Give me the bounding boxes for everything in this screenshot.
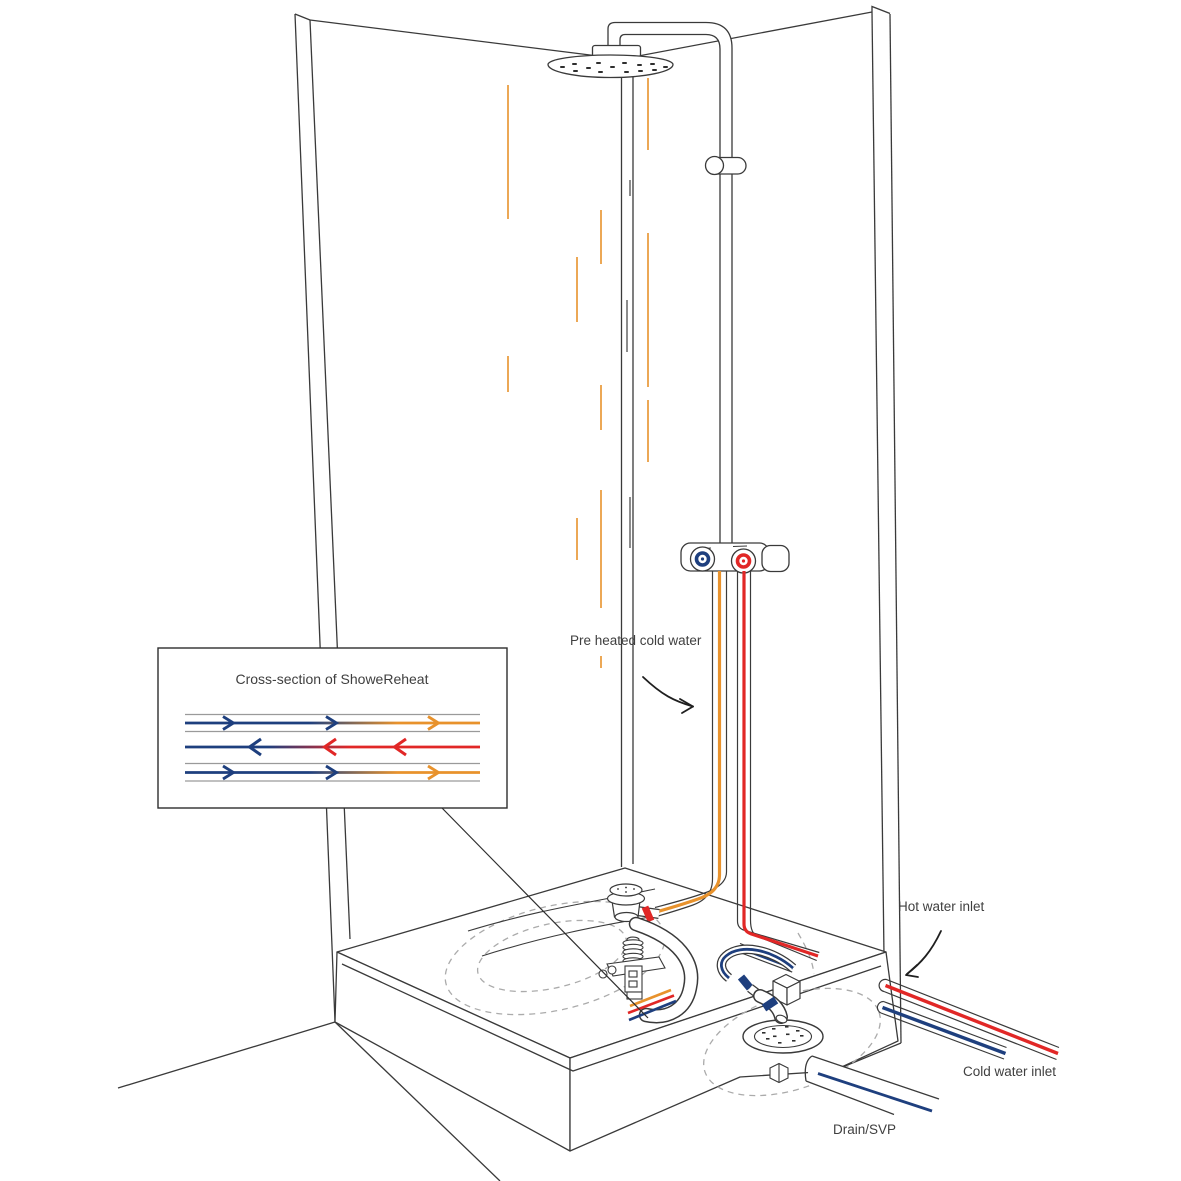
funnel-dome — [609, 883, 643, 897]
coil-inner-loop — [476, 919, 628, 993]
hot-water-pipe — [736, 571, 820, 962]
inset-pointer-line — [441, 807, 649, 1019]
drain-water-line — [817, 1072, 933, 1113]
label-drain: Drain/SVP — [833, 1122, 896, 1137]
annotation-arrows — [642, 676, 942, 978]
inset-pipe-walls — [185, 713, 480, 782]
riser-pipe — [607, 21, 733, 546]
right-wall-outer-edge — [889, 13, 902, 1044]
hot-water-core — [742, 571, 819, 958]
hose-stripe-preheated — [629, 988, 672, 1008]
right-wall-inner-edge — [871, 11, 886, 1036]
funnel-connector-band — [641, 905, 655, 923]
drain-pipe — [769, 1055, 940, 1116]
mixer-valve — [680, 542, 790, 574]
hot-inlet-arrow — [906, 930, 942, 975]
falling-water-orange — [507, 78, 649, 668]
elbow-band — [761, 996, 779, 1012]
back-wall-top-edge — [309, 19, 623, 60]
shower-head-nozzles — [560, 62, 668, 73]
cold-knob-dot — [700, 557, 705, 561]
label-cold-inlet: Cold water inlet — [963, 1064, 1056, 1079]
waste-funnel — [606, 883, 660, 923]
inset-flow-arrows — [222, 715, 442, 781]
cold-water-inlet-pipe — [876, 1000, 1007, 1060]
hook-connector-band — [737, 974, 754, 991]
elbow-end — [775, 1014, 788, 1024]
left-wall-top-edge — [294, 13, 311, 21]
slider-knob — [704, 155, 725, 176]
enclosure-walls — [117, 5, 902, 1181]
floor-edge-left — [117, 1021, 336, 1089]
hot-water-inlet-pipe — [878, 978, 1060, 1061]
hot-knob-dot — [741, 559, 746, 563]
falling-water-gray — [626, 180, 631, 548]
floor-edge-front — [334, 1021, 501, 1181]
inset-title: Cross-section of ShoweReheat — [236, 671, 429, 687]
tray-clip — [769, 1062, 789, 1084]
exchanger-hose — [627, 916, 699, 1024]
diagram-labels: Pre heated cold water Hot water inlet Co… — [570, 633, 1056, 1137]
inset-cross-section: Cross-section of ShoweReheat — [157, 647, 508, 809]
pre-heated-core — [652, 571, 722, 915]
left-wall-outer-edge — [294, 13, 336, 1023]
hose-stripe-hot — [627, 994, 675, 1015]
label-pre-heated: Pre heated cold water — [570, 633, 702, 648]
cold-water-hook-hose — [716, 944, 797, 1024]
drain-cover — [742, 1019, 824, 1054]
pre-heated-pipe — [649, 571, 728, 920]
label-hot-inlet: Hot water inlet — [898, 899, 985, 914]
right-wall-top-edge — [632, 11, 873, 58]
mixer-end-cap — [761, 544, 790, 573]
hose-stripe-cold — [628, 999, 677, 1022]
pre-heated-arrow — [642, 676, 694, 708]
mounting-bracket — [598, 936, 666, 1000]
right-wall-top-face — [871, 5, 891, 15]
